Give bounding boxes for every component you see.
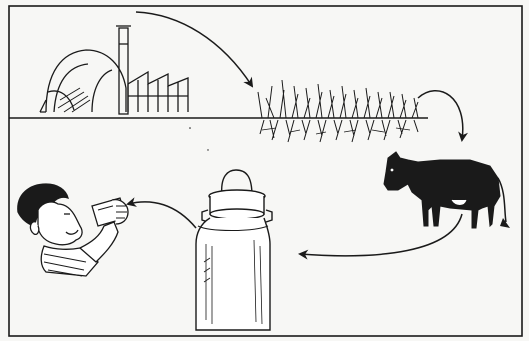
cow-icon (384, 152, 510, 228)
grass-icon (258, 80, 418, 142)
arrow-factory-to-grass (136, 12, 252, 86)
milk-can-icon (196, 170, 272, 330)
arrow-grass-to-cow (418, 91, 463, 140)
child-drinking-icon (18, 184, 128, 276)
ground-specks (189, 127, 209, 151)
factory-icon (40, 26, 188, 114)
arrow-milk-can-to-child (128, 202, 196, 228)
